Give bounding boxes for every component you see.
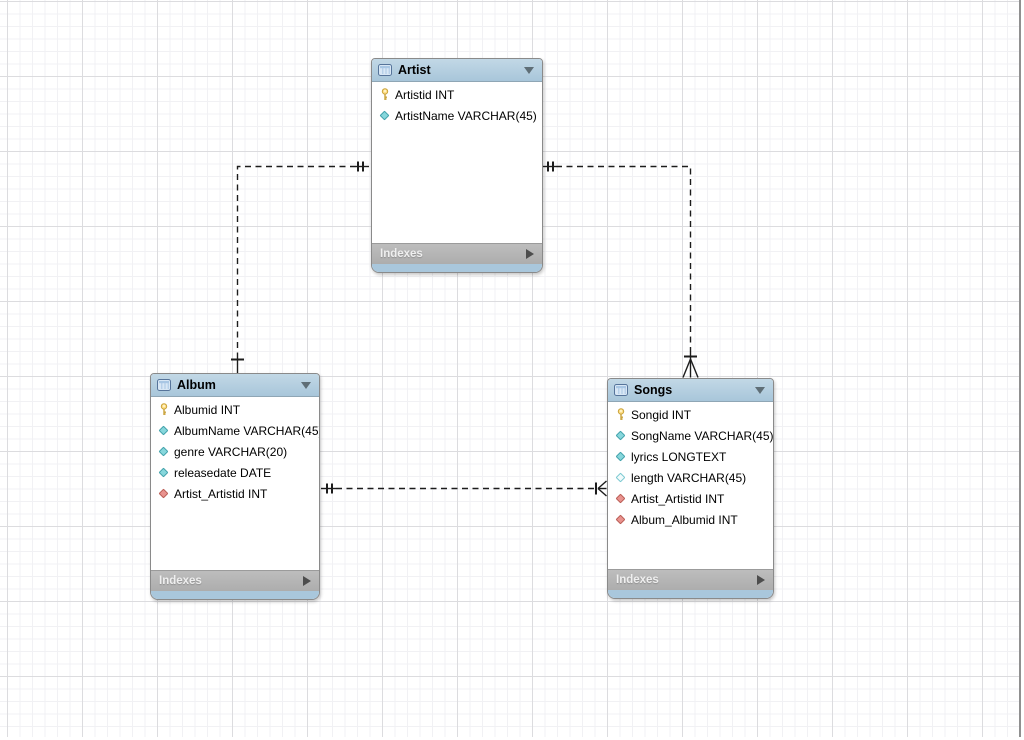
column-row[interactable]: length VARCHAR(45) [608, 467, 773, 488]
indexes-label: Indexes [380, 248, 423, 260]
table-title: Songs [634, 383, 673, 397]
column-label: Artist_Artistid INT [174, 486, 268, 501]
attribute-icon [615, 430, 626, 441]
indexes-bar[interactable]: Indexes [608, 569, 773, 590]
indexes-bar[interactable]: Indexes [151, 570, 319, 591]
column-label: Songid INT [631, 407, 692, 422]
collapse-icon[interactable] [301, 381, 311, 389]
table-footer-strip [608, 590, 773, 598]
column-label: length VARCHAR(45) [631, 470, 747, 485]
column-row[interactable]: AlbumName VARCHAR(45) [151, 420, 319, 441]
column-row[interactable]: Artist_Artistid INT [151, 483, 319, 504]
column-label: ArtistName VARCHAR(45) [395, 108, 537, 123]
indexes-label: Indexes [616, 574, 659, 586]
attribute-icon [615, 451, 626, 462]
table-icon [614, 384, 628, 396]
table-title: Artist [398, 63, 431, 77]
collapse-icon[interactable] [755, 386, 765, 394]
column-label: SongName VARCHAR(45) [631, 428, 774, 443]
indexes-bar[interactable]: Indexes [372, 243, 542, 264]
expand-icon[interactable] [526, 249, 534, 259]
column-label: Artist_Artistid INT [631, 491, 725, 506]
column-row[interactable]: Artistid INT [372, 84, 542, 105]
table-icon [157, 379, 171, 391]
collapse-icon[interactable] [524, 66, 534, 74]
column-label: Albumid INT [174, 402, 241, 417]
table-songs[interactable]: Songs Songid INT SongName VARCHAR(45) ly… [607, 378, 774, 599]
table-songs-columns: Songid INT SongName VARCHAR(45) lyrics L… [608, 402, 773, 569]
indexes-label: Indexes [159, 575, 202, 587]
column-row[interactable]: ArtistName VARCHAR(45) [372, 105, 542, 126]
attribute-icon [379, 110, 390, 121]
column-row[interactable]: Album_Albumid INT [608, 509, 773, 530]
table-artist[interactable]: Artist Artistid INT ArtistName VARCHAR(4… [371, 58, 543, 273]
foreign-key-icon [615, 514, 626, 525]
column-label: AlbumName VARCHAR(45) [174, 423, 320, 438]
attribute-icon [158, 467, 169, 478]
canvas-page-edge [1019, 0, 1021, 737]
foreign-key-icon [158, 488, 169, 499]
table-songs-header[interactable]: Songs [608, 379, 773, 402]
column-row[interactable]: SongName VARCHAR(45) [608, 425, 773, 446]
attribute-icon [158, 446, 169, 457]
column-row[interactable]: genre VARCHAR(20) [151, 441, 319, 462]
column-label: Album_Albumid INT [631, 512, 738, 527]
column-row[interactable]: releasedate DATE [151, 462, 319, 483]
primary-key-icon [615, 408, 626, 421]
table-title: Album [177, 378, 216, 392]
attribute-icon [158, 425, 169, 436]
table-footer-strip [151, 591, 319, 599]
column-row[interactable]: Albumid INT [151, 399, 319, 420]
table-album-columns: Albumid INT AlbumName VARCHAR(45) genre … [151, 397, 319, 570]
table-artist-columns: Artistid INT ArtistName VARCHAR(45) [372, 82, 542, 243]
foreign-key-icon [615, 493, 626, 504]
column-row[interactable]: Songid INT [608, 404, 773, 425]
primary-key-icon [379, 88, 390, 101]
table-footer-strip [372, 264, 542, 272]
table-artist-header[interactable]: Artist [372, 59, 542, 82]
column-row[interactable]: lyrics LONGTEXT [608, 446, 773, 467]
expand-icon[interactable] [303, 576, 311, 586]
column-row[interactable]: Artist_Artistid INT [608, 488, 773, 509]
column-label: Artistid INT [395, 87, 455, 102]
table-icon [378, 64, 392, 76]
expand-icon[interactable] [757, 575, 765, 585]
table-album-header[interactable]: Album [151, 374, 319, 397]
column-label: genre VARCHAR(20) [174, 444, 288, 459]
table-album[interactable]: Album Albumid INT AlbumName VARCHAR(45) … [150, 373, 320, 600]
column-label: releasedate DATE [174, 465, 272, 480]
attribute-nullable-icon [615, 472, 626, 483]
column-label: lyrics LONGTEXT [631, 449, 727, 464]
primary-key-icon [158, 403, 169, 416]
